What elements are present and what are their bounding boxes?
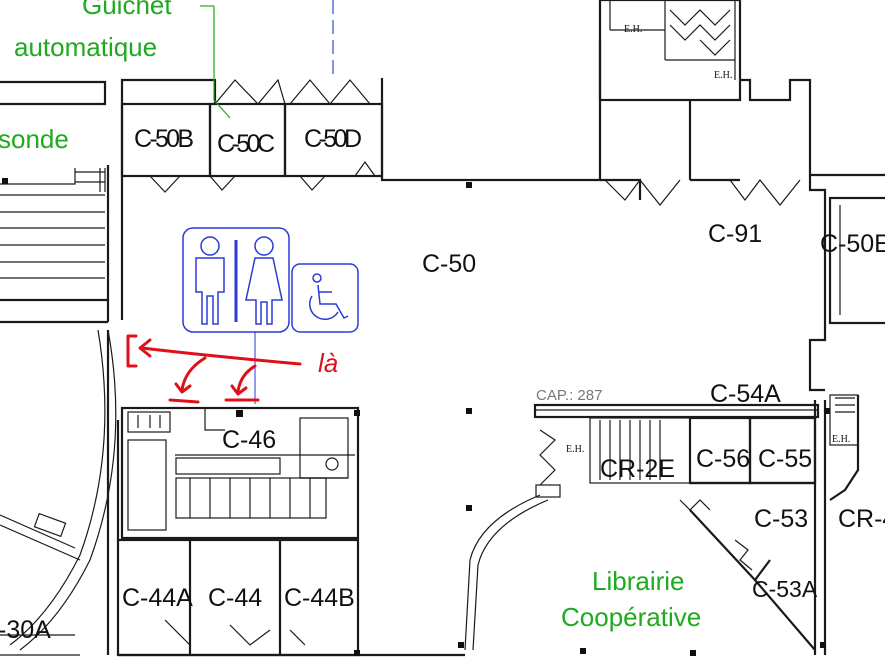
woman-icon: [245, 236, 283, 325]
room-c-54a: C-54A: [710, 380, 781, 408]
eh-mark: E.H.: [714, 70, 732, 81]
eh-mark: E.H.: [566, 444, 584, 455]
label-librairie: Librairie: [592, 566, 685, 596]
washroom-sign: [182, 227, 359, 404]
annotation-la: là: [318, 348, 338, 378]
room-c-50e: C-50E: [820, 230, 885, 258]
annotation-arrows: [126, 334, 302, 404]
room-c-91: C-91: [708, 220, 762, 248]
eh-mark: E.H.: [832, 434, 850, 445]
room-c-44: C-44: [208, 584, 262, 612]
label-guichet: Guichet: [82, 0, 172, 20]
room-c-50d: C-50D: [304, 125, 362, 153]
room-c-53a: C-53A: [752, 576, 818, 602]
room-c-50: C-50: [422, 250, 476, 278]
room-c-30a: -30A: [0, 616, 51, 644]
room-c-50b: C-50B: [134, 125, 194, 153]
man-icon: [195, 236, 225, 325]
label-automatique: automatique: [14, 32, 157, 62]
label-sonde: sonde: [0, 124, 69, 154]
room-c-44a: C-44A: [122, 584, 193, 612]
eh-mark: E.H.: [624, 24, 642, 35]
capacity-label: CAP.: 287: [536, 387, 602, 404]
room-cr-2e: CR-2E: [600, 455, 675, 483]
room-c-53: C-53: [754, 505, 808, 533]
room-c-46: C-46: [222, 426, 276, 454]
room-c-56: C-56: [696, 445, 750, 473]
room-c-55: C-55: [758, 445, 812, 473]
room-c-44b: C-44B: [284, 584, 355, 612]
structural-columns: [2, 178, 830, 656]
label-cooperative: Coopérative: [561, 602, 701, 632]
room-c-50c: C-50C: [217, 130, 275, 158]
wheelchair-icon: [309, 273, 349, 321]
room-cr-4: CR-4: [838, 505, 885, 533]
